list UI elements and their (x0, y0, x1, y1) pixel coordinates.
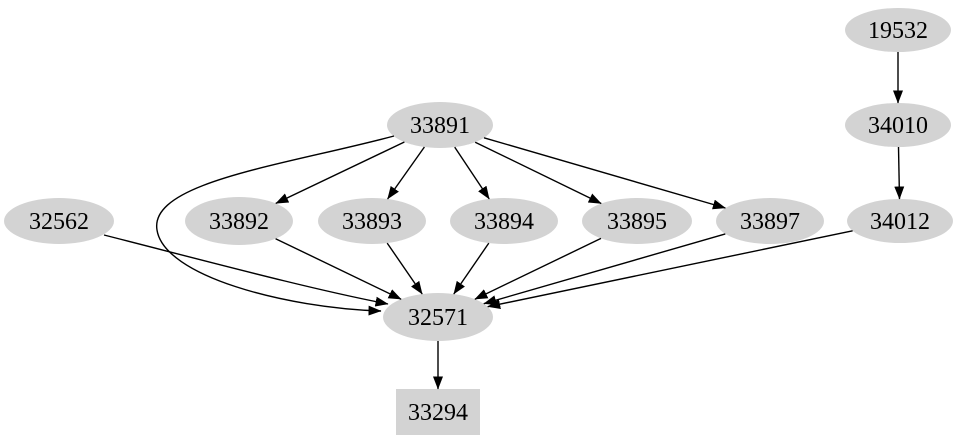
graph-node-32571: 32571 (383, 293, 493, 341)
node-label: 33897 (740, 209, 800, 235)
edge-33897-32571 (483, 233, 726, 306)
graph-node-33294: 33294 (396, 389, 480, 435)
graph-node-33895: 33895 (582, 198, 692, 244)
edge-33894-32571 (453, 242, 490, 295)
node-label: 34010 (868, 113, 928, 139)
node-ellipse-shape (845, 8, 951, 52)
graph-node-33892: 33892 (185, 197, 293, 245)
graph-node-34010: 34010 (845, 103, 951, 147)
node-ellipse-shape (185, 197, 293, 245)
edge-33891-33893 (387, 146, 425, 200)
graph-node-32562: 32562 (4, 198, 114, 244)
graph-node-33891: 33891 (387, 102, 493, 148)
node-ellipse-shape (383, 293, 493, 341)
node-ellipse-shape (4, 198, 114, 244)
node-label: 33891 (410, 113, 470, 139)
node-label: 33892 (209, 209, 269, 235)
graph-node-33893: 33893 (318, 198, 426, 244)
graph-node-19532: 19532 (845, 8, 951, 52)
node-label: 19532 (868, 18, 928, 44)
node-ellipse-shape (318, 198, 426, 244)
node-box-shape (396, 389, 480, 435)
node-ellipse-shape (847, 199, 953, 243)
edge-33892-32571 (275, 238, 402, 300)
node-ellipse-shape (450, 198, 558, 244)
edge-33891-32571 (156, 135, 395, 316)
edge-33895-32571 (474, 237, 602, 300)
node-label: 33895 (607, 209, 667, 235)
edge-33893-32571 (386, 242, 423, 295)
edge-33891-33895 (474, 141, 602, 205)
edge-33891-33894 (454, 146, 490, 200)
node-ellipse-shape (387, 102, 493, 148)
node-label: 32562 (29, 209, 89, 235)
graph-node-33894: 33894 (450, 198, 558, 244)
node-label: 34012 (870, 209, 930, 235)
node-label: 32571 (408, 305, 468, 331)
edge-layer (103, 52, 905, 390)
edge-33891-33892 (275, 141, 405, 205)
edge-33891-33897 (483, 137, 726, 210)
graph-node-34012: 34012 (847, 199, 953, 243)
edge-34012-32571 (487, 230, 853, 310)
node-label: 33893 (342, 209, 402, 235)
node-label: 33294 (408, 400, 468, 426)
node-layer: 19532 34010 34012 33891 32562 33892 33893 33894… (4, 8, 953, 435)
node-ellipse-shape (716, 198, 824, 244)
graph-node-33897: 33897 (716, 198, 824, 244)
node-label: 33894 (474, 209, 534, 235)
node-ellipse-shape (582, 198, 692, 244)
edge-32562-32571 (103, 234, 389, 307)
edge-34010-34012 (894, 146, 905, 200)
node-ellipse-shape (845, 103, 951, 147)
